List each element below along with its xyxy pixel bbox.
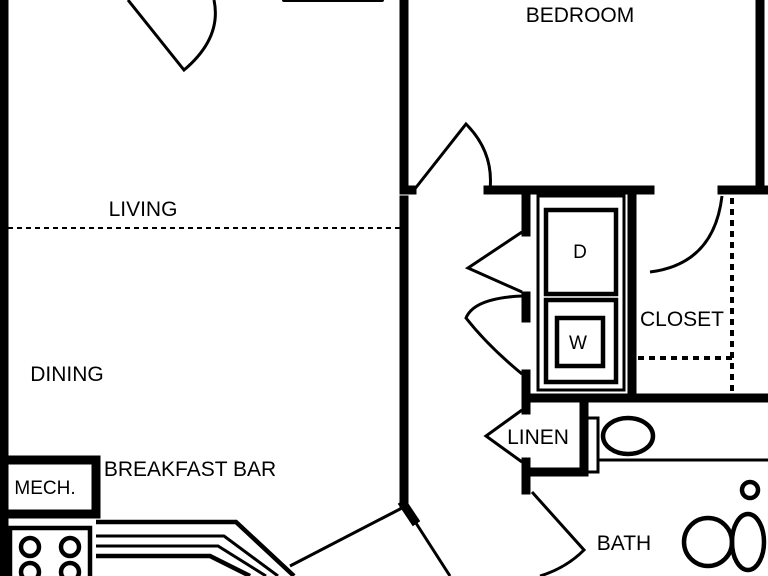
- sink-basin-right: [729, 511, 767, 573]
- counter-edge-line-2: [96, 544, 267, 576]
- stove: [7, 525, 93, 576]
- breakfast-bar-counter: [96, 519, 296, 576]
- doors: [126, 0, 724, 576]
- entry-closet-shelf: [282, 0, 384, 2]
- room-label-bath: BATH: [597, 532, 651, 555]
- washer-inner: [554, 315, 606, 369]
- dryer: [543, 207, 619, 297]
- hall-door-edge: [412, 519, 452, 576]
- label-breakfast-bar: BREAKFAST BAR: [104, 458, 276, 481]
- room-label-living: LIVING: [109, 198, 178, 221]
- counter-edge-line-1: [96, 534, 279, 576]
- room-label-closet: CLOSET: [640, 308, 724, 331]
- laundry-stack: [536, 194, 626, 392]
- counter-edge-outer: [96, 519, 296, 576]
- burner-3: [18, 560, 42, 576]
- appliance-label-dryer: D: [573, 242, 587, 263]
- toilet-tank: [584, 416, 600, 474]
- burner-2: [58, 535, 82, 559]
- bedroom-door-swing: [412, 121, 492, 191]
- room-label-mech: MECH.: [14, 478, 75, 499]
- burner-1: [18, 535, 42, 559]
- room-label-bedroom: BEDROOM: [526, 4, 635, 27]
- counter-edge-inner: [96, 553, 252, 576]
- room-label-linen: LINEN: [507, 426, 569, 449]
- laundry-door-lower: [464, 294, 523, 376]
- sink-basin-left: [681, 515, 735, 569]
- bath-door-swing: [530, 490, 587, 576]
- appliance-label-washer: W: [569, 333, 587, 354]
- entry-door-swing: [289, 506, 403, 568]
- laundry-door-upper: [464, 230, 523, 294]
- closet-door-swing: [649, 195, 724, 274]
- laundry-cabinet: [536, 194, 626, 392]
- linen-door-swing: [483, 408, 523, 464]
- burner-4: [58, 560, 82, 576]
- room-label-dining: DINING: [30, 363, 104, 386]
- washer-outer: [543, 297, 619, 385]
- stove-body: [7, 525, 93, 576]
- hall-corner-wall: [397, 498, 421, 527]
- faucet-knob: [739, 479, 761, 501]
- bath-fixtures: [584, 415, 768, 573]
- toilet-bowl: [600, 415, 656, 457]
- living-door-swing: [126, 0, 217, 73]
